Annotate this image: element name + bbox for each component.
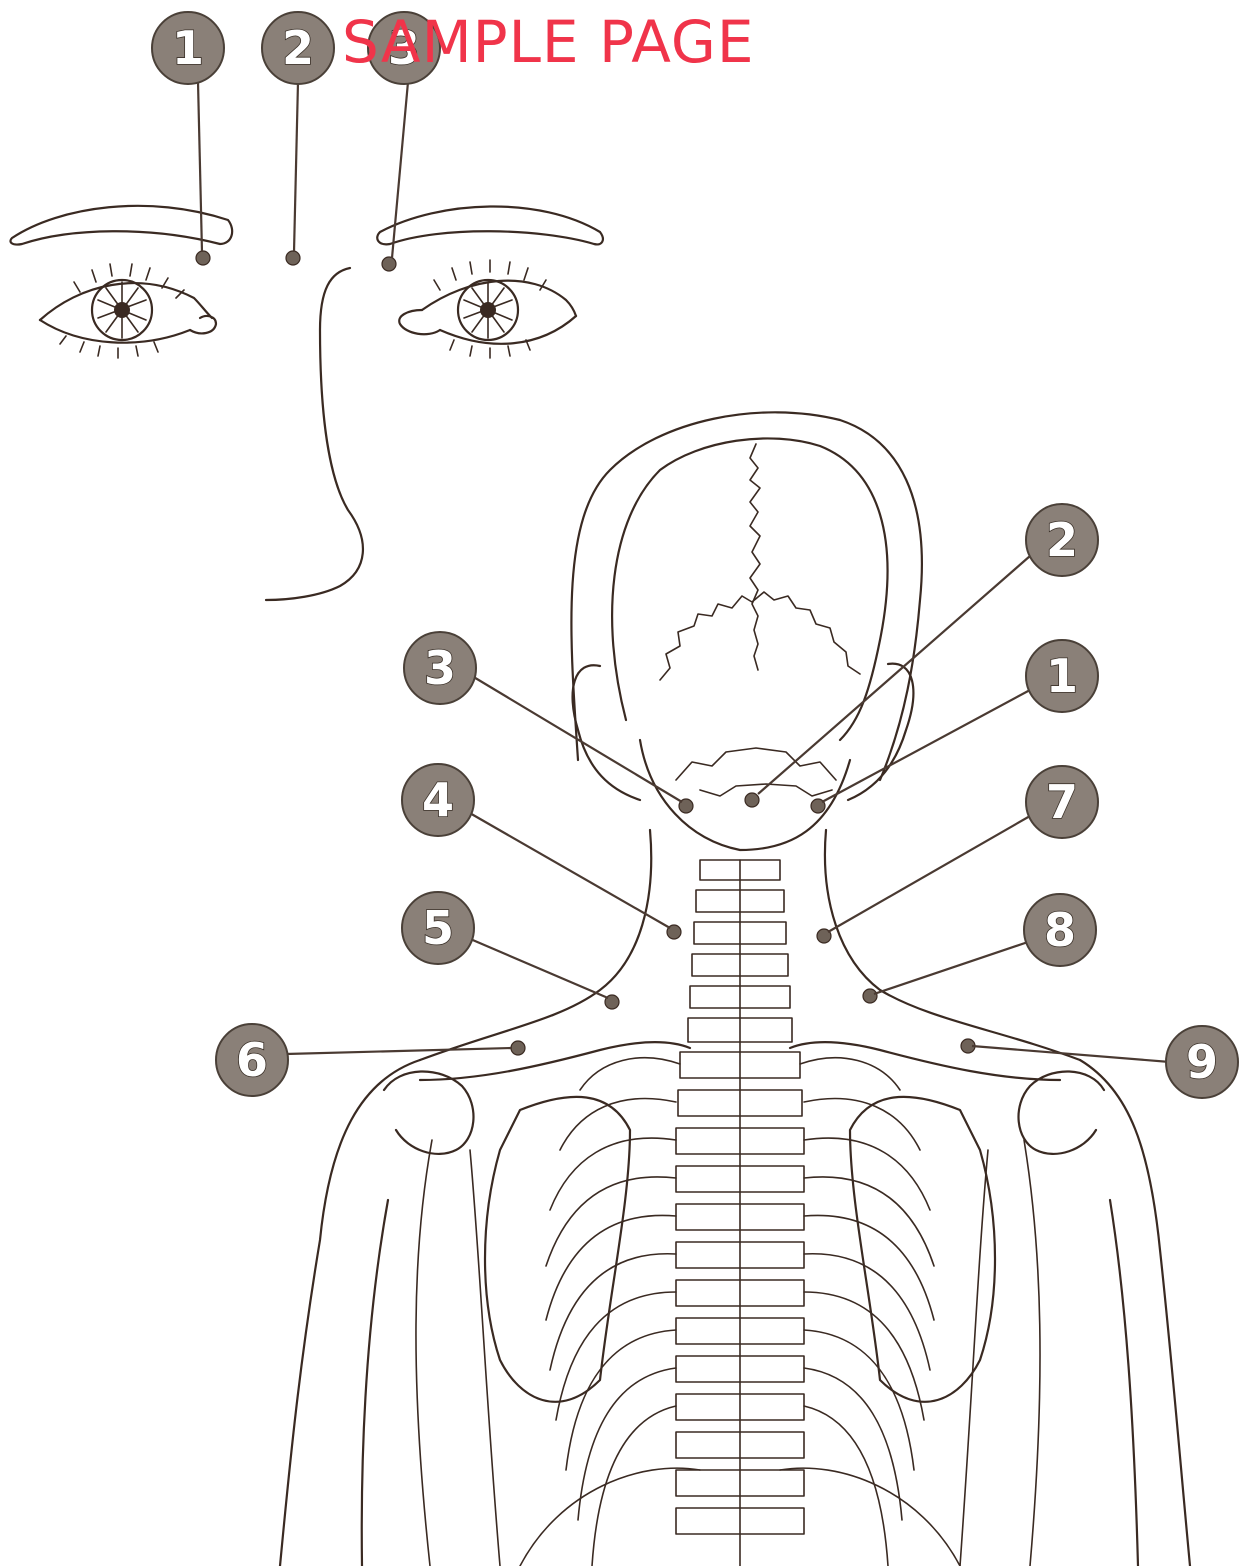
face-leader-1 (198, 82, 202, 252)
face-badge-1-label: 1 (172, 21, 204, 75)
face-point-2 (286, 251, 300, 265)
face-point-1 (196, 251, 210, 265)
back-point-8 (863, 989, 877, 1003)
sagittal-suture (750, 444, 760, 670)
back-leader-7 (828, 816, 1030, 932)
back-badge-3-label: 3 (424, 641, 456, 695)
back-badge-2-label: 2 (1046, 513, 1078, 567)
skull-base (676, 748, 836, 796)
skull-outline (612, 438, 887, 740)
right-clavicle (790, 1042, 1060, 1080)
spine (676, 860, 804, 1566)
back-badge-7: 7 (1026, 766, 1098, 838)
face-badge-1: 1 (152, 12, 224, 84)
right-humeral-head (1019, 1071, 1104, 1153)
right-eyebrow (377, 206, 603, 244)
back-badge-3: 3 (404, 632, 476, 704)
back-point-2 (745, 793, 759, 807)
back-badge-2: 2 (1026, 504, 1098, 576)
back-leader-6 (286, 1048, 512, 1054)
left-humeral-head (384, 1071, 473, 1153)
lambdoid-suture (660, 592, 860, 680)
back-badge-1-label: 1 (1046, 649, 1078, 703)
back-badge-8: 8 (1024, 894, 1096, 966)
back-badge-4-label: 4 (422, 773, 454, 827)
back-point-6 (511, 1041, 525, 1055)
face-badge-2: 2 (262, 12, 334, 84)
back-leader-3 (472, 676, 682, 802)
left-eye (40, 264, 216, 358)
left-ear (573, 665, 640, 800)
right-eye (399, 260, 576, 358)
back-badge-9-label: 9 (1186, 1035, 1218, 1089)
back-badge-5-label: 5 (422, 901, 454, 955)
face-point-3 (382, 257, 396, 271)
left-humerus (416, 1140, 500, 1566)
back-leader-4 (468, 812, 670, 928)
back-badge-4: 4 (402, 764, 474, 836)
back-badge-9: 9 (1166, 1026, 1238, 1098)
back-leader-5 (468, 938, 608, 998)
back-leader-1 (822, 690, 1030, 802)
skeleton-illustration (280, 412, 1190, 1566)
back-leader-9 (972, 1046, 1170, 1062)
right-humerus (960, 1140, 1040, 1566)
back-badge-1: 1 (1026, 640, 1098, 712)
right-arm-inner (1110, 1200, 1138, 1566)
face-badge-2-label: 2 (282, 21, 314, 75)
back-badge-5: 5 (402, 892, 474, 964)
back-badge-6-label: 6 (236, 1033, 268, 1087)
left-scapula (485, 1097, 630, 1402)
left-arm-inner (362, 1200, 388, 1566)
face-illustration (10, 206, 602, 600)
face-leader-3 (392, 82, 408, 258)
back-leader-8 (874, 942, 1028, 994)
back-badge-6: 6 (216, 1024, 288, 1096)
nose-outline (266, 268, 363, 600)
sample-page-watermark: SAMPLE PAGE (342, 10, 782, 74)
back-badge-7-label: 7 (1046, 775, 1078, 829)
left-eyebrow (10, 206, 232, 245)
back-badge-8-label: 8 (1044, 903, 1076, 957)
left-clavicle (420, 1042, 690, 1080)
head-outline (571, 412, 921, 780)
face-leader-2 (294, 82, 298, 252)
